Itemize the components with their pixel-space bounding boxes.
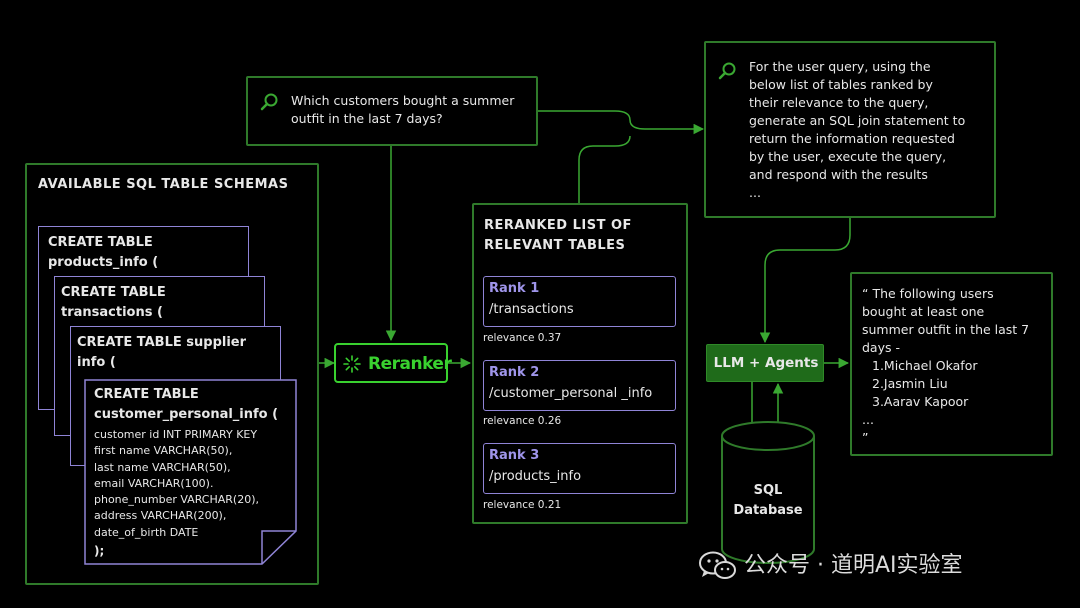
answer-intro: “ The following users bought at least on… [862,286,1030,355]
schema-doc-customer: CREATE TABLE customer_personal_info ( cu… [84,379,296,564]
rank-table: /transactions [489,302,574,317]
rank-label: Rank 1 [489,281,540,296]
reranker-label: Reranker [368,354,452,374]
query-box: Which customers bought a summer outfit i… [246,76,538,146]
answer-outro: ... ” [862,412,874,445]
reranker-node: Reranker [334,343,452,383]
schema-doc-title: CREATE TABLE products_info ( [48,235,159,270]
schemas-title: AVAILABLE SQL TABLE SCHEMAS [38,177,289,192]
schema-doc-title: CREATE TABLE customer_personal_info ( [94,387,279,422]
rank-relevance: relevance 0.21 [483,499,562,511]
answer-user: 1.Michael Okafor [872,358,978,373]
answer-user: 3.Aarav Kapoor [872,394,969,409]
schema-doc-end: ); [94,544,105,558]
rank-table: /products_info [489,469,582,484]
query-text: Which customers bought a summer outfit i… [291,93,515,126]
search-icon [260,93,278,111]
watermark-text: 公众号 · 道明AI实验室 [744,553,963,578]
prompt-text: For the user query, using the below list… [749,59,966,200]
schema-doc-title: CREATE TABLE supplier info ( [77,335,247,370]
database-label: SQL Database [733,483,803,518]
watermark: 公众号 · 道明AI实验室 [698,546,1058,586]
reranker-icon [343,355,361,373]
rank-item-1: Rank 1 /transactions [483,276,676,327]
rank-item-3: Rank 3 /products_info [483,443,676,494]
schema-doc-customer-shape [84,379,297,565]
rank-table: /customer_personal _info [489,386,653,401]
answer-user: 2.Jasmin Liu [872,376,948,391]
schema-doc-body: customer id INT PRIMARY KEY first name V… [94,428,259,539]
schema-doc-title: CREATE TABLE transactions ( [61,285,166,320]
answer-box: “ The following users bought at least on… [850,272,1053,456]
search-icon [718,62,736,80]
rank-relevance: relevance 0.37 [483,332,562,344]
rank-label: Rank 2 [489,365,540,380]
wechat-icon [699,551,736,579]
database-cylinder [721,421,815,564]
reranked-title: RERANKED LIST OF RELEVANT TABLES [484,218,632,253]
llm-agents-node: LLM + Agents [706,344,824,382]
rank-relevance: relevance 0.26 [483,415,562,427]
llm-label: LLM + Agents [713,355,819,371]
prompt-box: For the user query, using the below list… [704,41,996,218]
rank-label: Rank 3 [489,448,540,463]
rank-item-2: Rank 2 /customer_personal _info [483,360,676,411]
